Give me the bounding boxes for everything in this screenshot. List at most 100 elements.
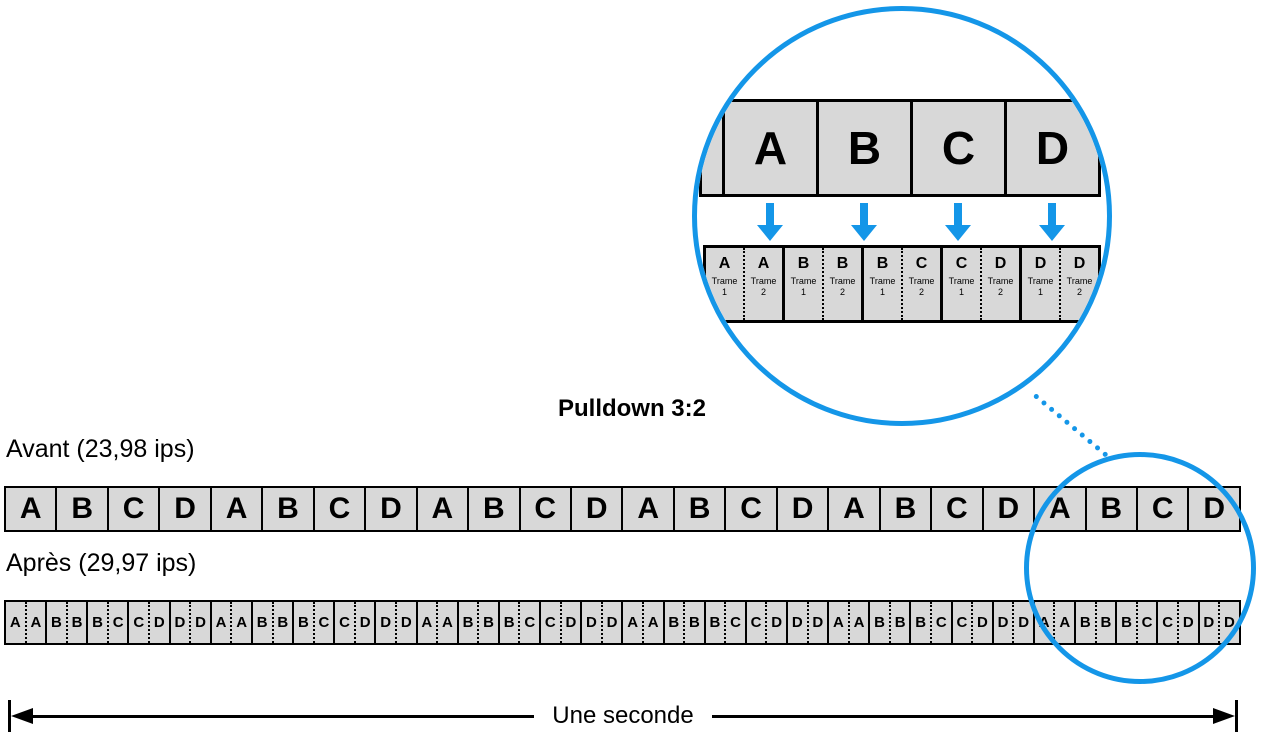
video-field-cell: C — [312, 602, 334, 643]
field-word: Trame — [1066, 276, 1093, 286]
measure-line-right — [711, 714, 1213, 718]
film-frame-cell: C — [518, 488, 570, 530]
video-field-cell: B — [292, 602, 313, 643]
film-frame-cell: B — [467, 488, 518, 530]
video-field-cell: D — [806, 602, 828, 643]
down-arrow-icon — [817, 203, 911, 241]
field-word: Trame — [908, 276, 935, 286]
video-field-cell: B — [888, 602, 910, 643]
video-field-cell: D — [580, 602, 601, 643]
field-letter: A — [718, 255, 731, 272]
video-field-cell: B — [477, 602, 498, 643]
field-letter: D — [994, 255, 1007, 272]
video-field-cell: B — [868, 602, 889, 643]
video-field-cell: D — [1012, 602, 1033, 643]
video-field-cell: A — [827, 602, 848, 643]
field-number: 1 — [800, 286, 806, 297]
field-number: 2 — [997, 286, 1003, 297]
field-word: Trame — [987, 276, 1014, 286]
video-field-cell: D — [765, 602, 786, 643]
arrow-head — [945, 225, 971, 241]
film-frame-cell: C — [106, 488, 158, 530]
video-field-cell: D — [600, 602, 622, 643]
film-frame-cell: D — [158, 488, 209, 530]
measure-left-endbar — [8, 700, 11, 732]
film-frame-cell: B — [261, 488, 312, 530]
field-letter: A — [757, 255, 770, 272]
field-word: Trame — [790, 276, 817, 286]
arrow-shaft — [1048, 203, 1056, 225]
field-letter: B — [797, 255, 810, 272]
film-frame-cell: A — [209, 488, 261, 530]
field-word: Trame — [829, 276, 856, 286]
film-frame-cell: C — [312, 488, 364, 530]
down-arrow-icon — [723, 203, 817, 241]
film-frame-cell: B — [55, 488, 106, 530]
video-field-cell: B — [662, 602, 684, 643]
video-field-cell: C — [930, 602, 951, 643]
video-field-cell: D — [189, 602, 210, 643]
video-field-cell: A — [230, 602, 251, 643]
video-field-cell: D — [353, 602, 375, 643]
before-label: Avant (23,98 ips) — [6, 435, 195, 463]
field-word: Trame — [711, 276, 738, 286]
film-frame-cell: D — [775, 488, 827, 530]
video-field-cell: B — [497, 602, 519, 643]
video-field-cell: B — [65, 602, 87, 643]
field-letter: D — [1073, 255, 1086, 272]
video-field-cell: A — [641, 602, 663, 643]
video-field-cell: B — [271, 602, 293, 643]
field-letter: C — [915, 255, 928, 272]
duration-measure: Une seconde — [8, 700, 1238, 732]
field-number: 2 — [918, 286, 924, 297]
field-letter: B — [876, 255, 889, 272]
video-field-cell: D — [374, 602, 395, 643]
film-frame-cell: C — [930, 488, 981, 530]
film-frame-cell: B — [878, 488, 930, 530]
video-field-cell: B — [45, 602, 66, 643]
video-field-cell: C — [333, 602, 354, 643]
arrow-left-icon — [11, 708, 33, 724]
film-frame-cell: A — [827, 488, 878, 530]
arrow-head — [1039, 225, 1065, 241]
film-frame-cell: D — [569, 488, 621, 530]
video-field-cell: C — [950, 602, 972, 643]
video-field-cell: A — [415, 602, 437, 643]
arrow-head — [851, 225, 877, 241]
video-field-cell: C — [744, 602, 766, 643]
video-field-cell: D — [148, 602, 169, 643]
field-letter: C — [955, 255, 968, 272]
video-field-cell: A — [436, 602, 457, 643]
video-field-cell: B — [703, 602, 725, 643]
focus-circle — [1024, 452, 1256, 684]
film-frame-cell: D — [364, 488, 415, 530]
video-field-cell: A — [24, 602, 46, 643]
measure-line-left — [33, 714, 535, 718]
field-letter: D — [1034, 255, 1047, 272]
arrow-shaft — [860, 203, 868, 225]
video-field-cell: C — [127, 602, 148, 643]
field-number: 2 — [1076, 286, 1082, 297]
field-number: 2 — [839, 286, 845, 297]
field-word: Trame — [948, 276, 975, 286]
video-field-cell: C — [106, 602, 128, 643]
video-field-cell: D — [394, 602, 416, 643]
field-number: 2 — [760, 286, 766, 297]
zoom-arrows-row — [723, 203, 1099, 241]
after-label: Après (29,97 ips) — [6, 549, 197, 577]
down-arrow-icon — [911, 203, 1005, 241]
film-frame-cell: C — [910, 99, 1007, 197]
video-field-cell: C — [724, 602, 745, 643]
field-number: 1 — [879, 286, 885, 297]
